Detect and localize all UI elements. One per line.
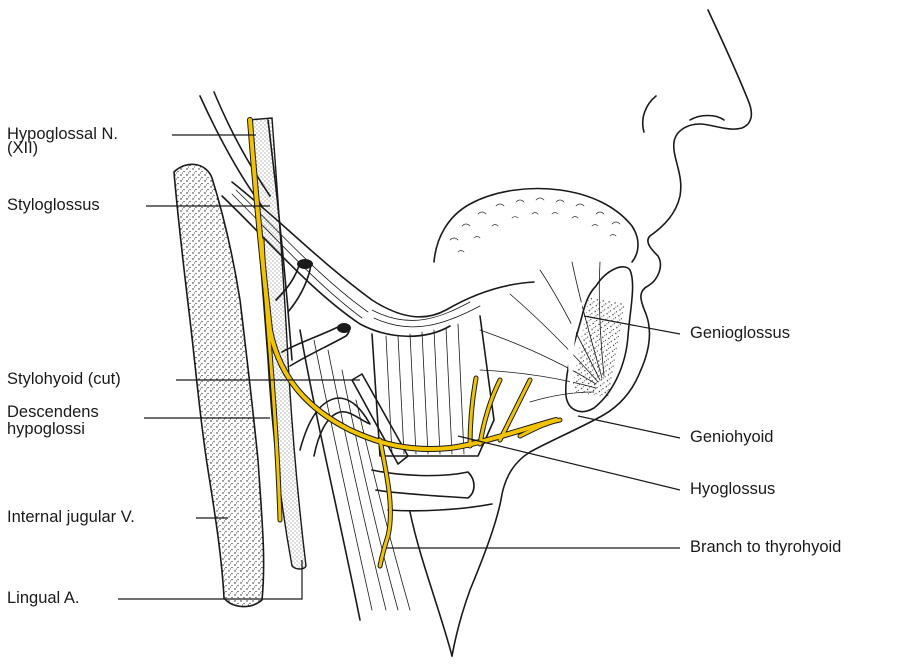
strap-muscles [300, 330, 452, 656]
label-hyoglossus: Hyoglossus [690, 481, 775, 498]
label-descendens-line1: Descendens [7, 404, 99, 421]
label-stylohyoid: Stylohyoid (cut) [7, 371, 121, 388]
leader-lingual [118, 560, 302, 599]
leader-hyoglossus [458, 436, 680, 490]
label-branch-thyrohyoid: Branch to thyrohyoid [690, 539, 841, 556]
tongue-dorsum [434, 189, 638, 262]
label-hypoglossal: Hypoglossal N. (XII) [7, 126, 118, 157]
nostril [643, 96, 656, 132]
label-genioglossus: Genioglossus [690, 325, 790, 342]
leader-geniohyoid [578, 416, 680, 438]
label-geniohyoid: Geniohyoid [690, 429, 773, 446]
label-descendens-line2: hypoglossi [7, 421, 99, 438]
label-descendens: Descendens hypoglossi [7, 404, 99, 438]
label-lingual-artery: Lingual A. [7, 590, 79, 607]
nose-ala [690, 116, 724, 121]
internal-jugular-vein [174, 164, 264, 606]
label-internal-jugular: Internal jugular V. [7, 509, 135, 526]
hyoglossus-striations [386, 324, 464, 454]
label-styloglossus: Styloglossus [7, 197, 100, 214]
tongue-texture [450, 198, 620, 252]
